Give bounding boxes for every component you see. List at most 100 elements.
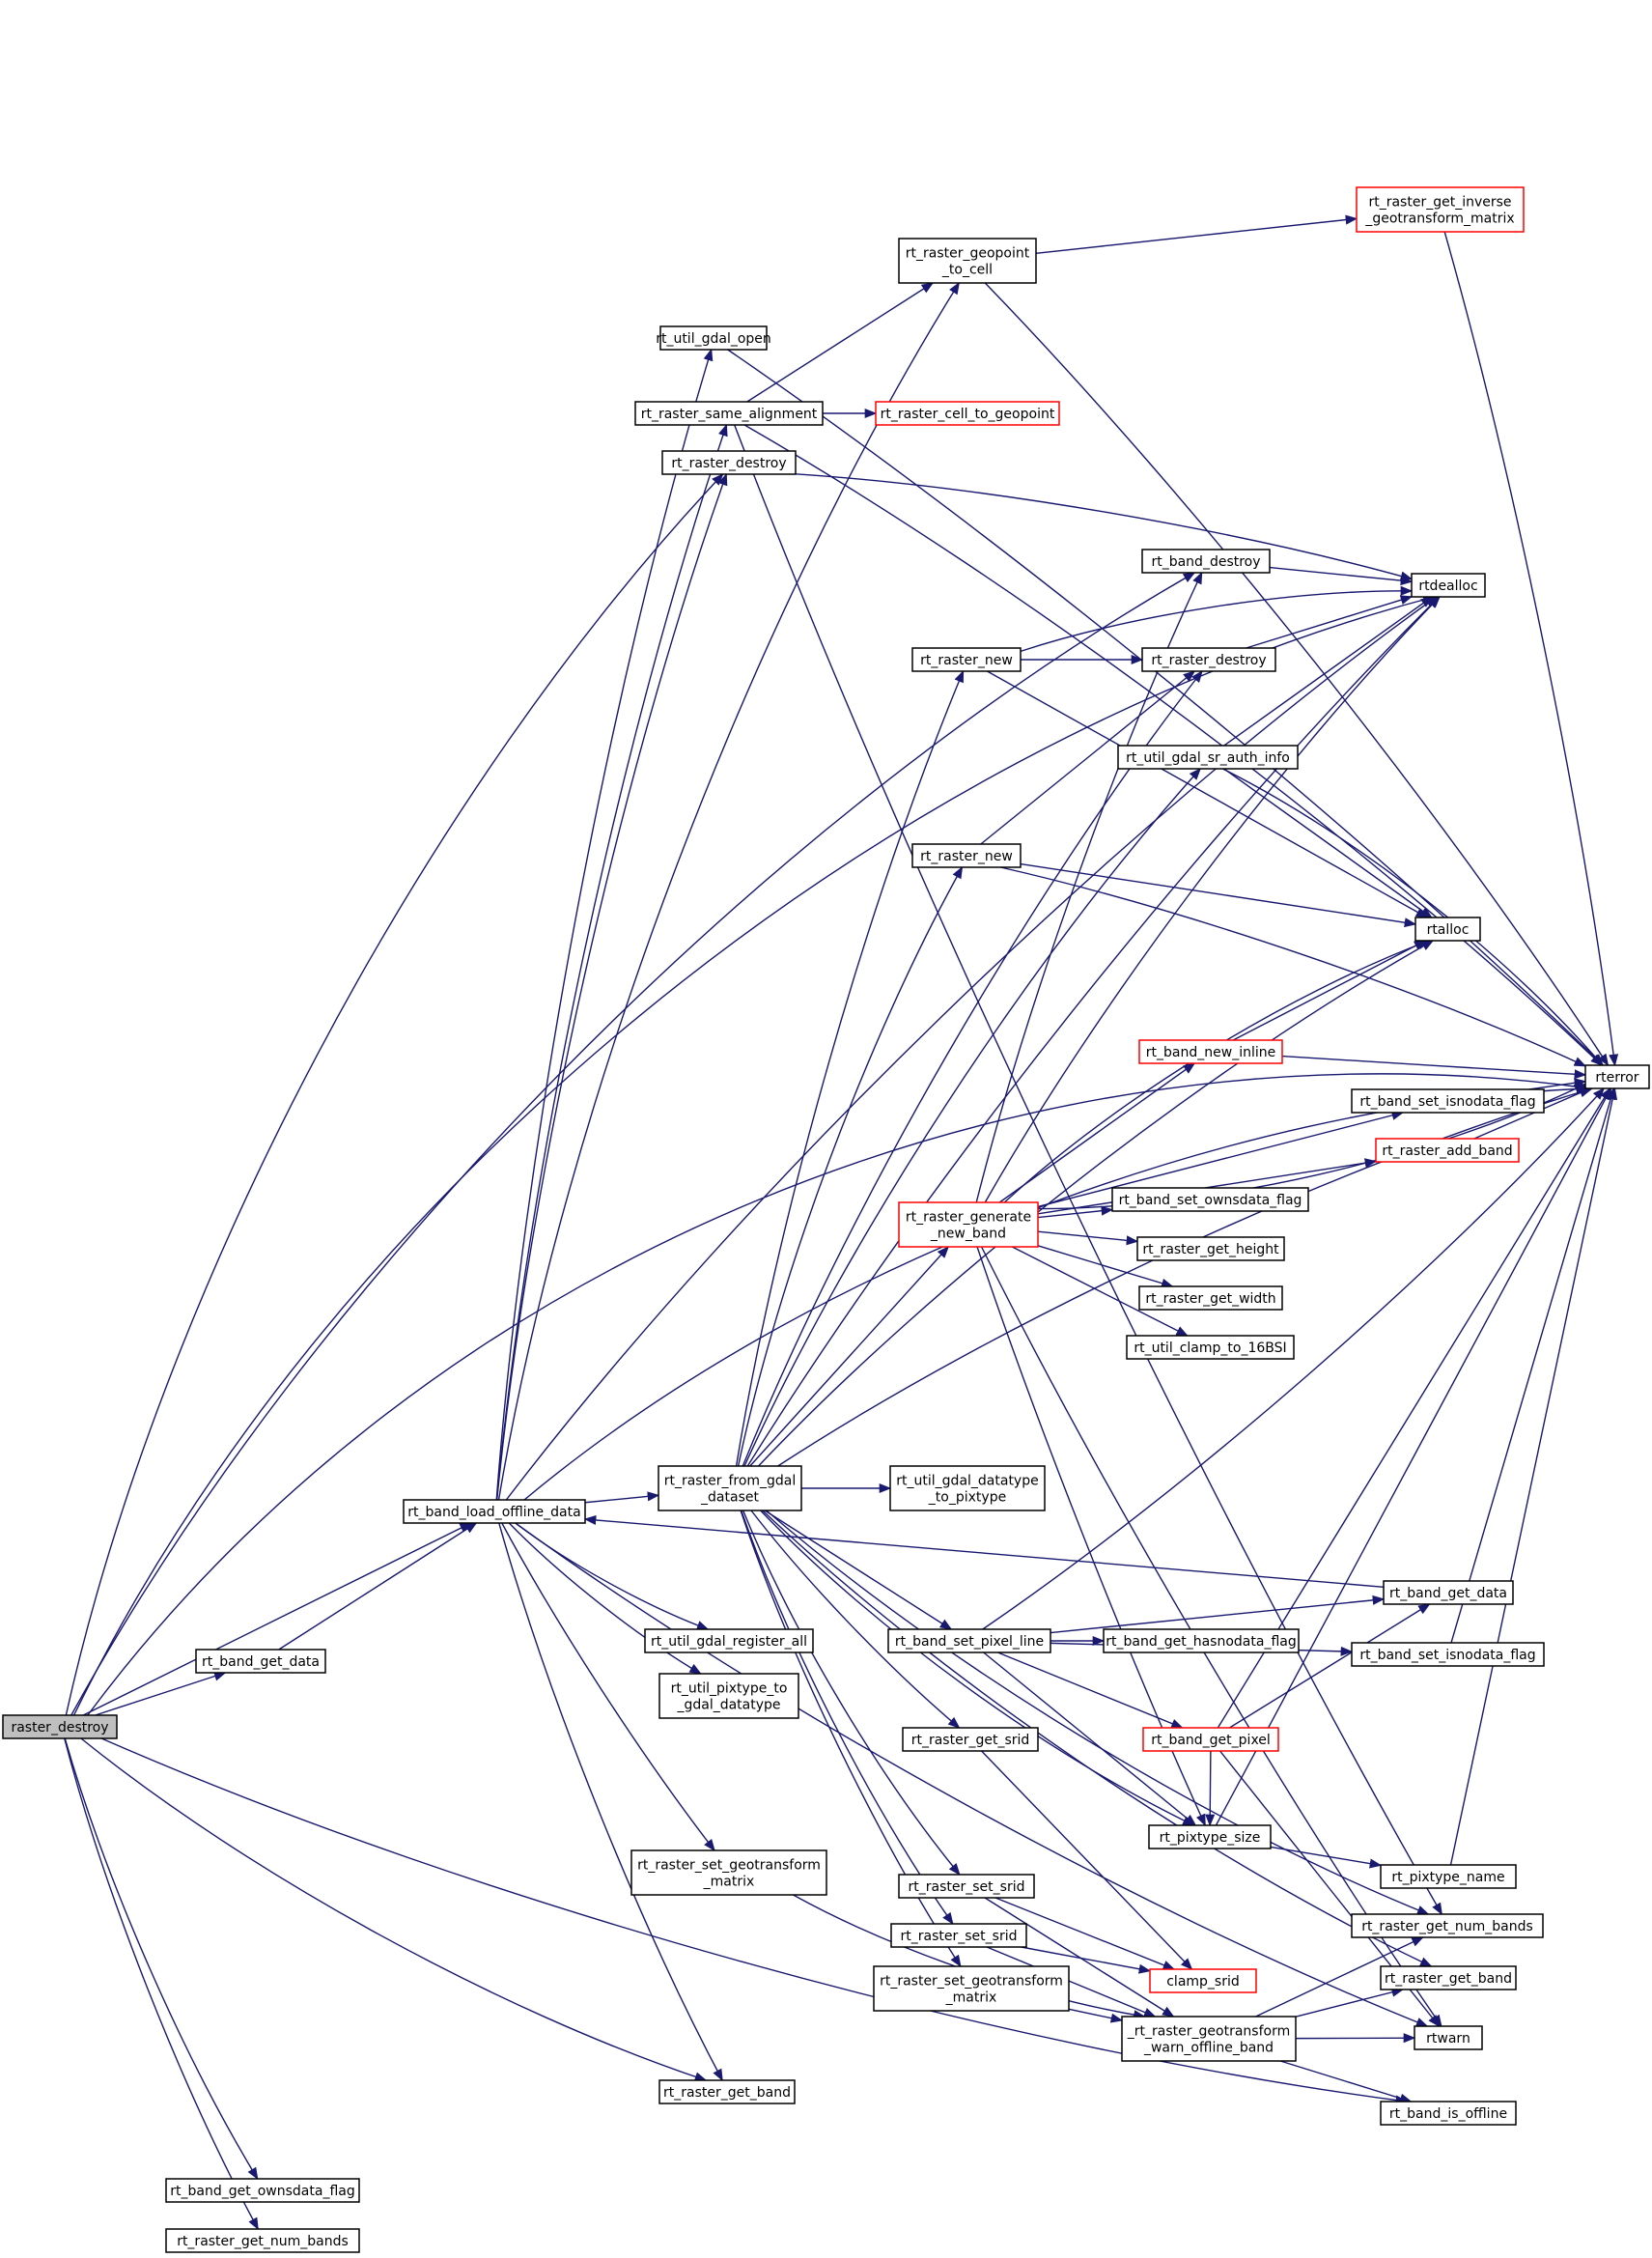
function-node-rt-raster-set-geotransform-matrix-a[interactable]: rt_raster_set_geotransform_matrix — [630, 1849, 827, 1896]
function-node-rt-raster-from-gdal-dataset[interactable]: rt_raster_from_gdal_dataset — [658, 1465, 802, 1511]
node-label: _matrix — [945, 1990, 997, 2006]
node-label: rt_util_gdal_open — [656, 331, 771, 347]
function-node-rt-band-get-ownsdata-flag[interactable]: rt_band_get_ownsdata_flag — [165, 2178, 360, 2203]
function-node-rt-raster-generate-new-band[interactable]: rt_raster_generate_new_band — [898, 1201, 1039, 1248]
node-box — [1121, 2016, 1297, 2062]
function-node-rt-util-clamp-to-16BSI[interactable]: rt_util_clamp_to_16BSI — [1126, 1335, 1295, 1360]
node-box — [659, 325, 768, 351]
node-label: rt_band_set_isnodata_flag — [1359, 1094, 1535, 1110]
call-edge — [1205, 1750, 1216, 1827]
function-node-rt-raster-set-srid-b[interactable]: rt_raster_set_srid — [890, 1923, 1027, 1948]
call-edge — [498, 1522, 723, 2082]
node-label: rt_raster_destroy — [671, 456, 786, 471]
call-edge — [1246, 595, 1414, 649]
call-edge — [501, 1522, 715, 1851]
function-node-rt-raster-get-srid[interactable]: rt_raster_get_srid — [902, 1727, 1039, 1752]
function-node-rt-raster-destroy-b[interactable]: rt_raster_destroy — [1141, 647, 1276, 672]
node-label: rt_band_is_offline — [1389, 2106, 1507, 2122]
function-node-rt-raster-new-a[interactable]: rt_raster_new — [911, 647, 1022, 672]
call-edge — [70, 572, 1196, 1716]
node-box — [1141, 549, 1271, 574]
node-box — [873, 1965, 1070, 2012]
function-node-rt-raster-geopoint-to-cell[interactable]: rt_raster_geopoint_to_cell — [898, 238, 1037, 284]
function-node-rt-raster-get-width[interactable]: rt_raster_get_width — [1138, 1285, 1283, 1311]
call-edge — [80, 1737, 708, 2082]
function-node-rt-band-set-ownsdata-flag[interactable]: rt_band_set_ownsdata_flag — [1111, 1187, 1309, 1212]
function-node-rt-band-set-isnodata-flag-b[interactable]: rt_band_set_isnodata_flag — [1351, 1642, 1545, 1667]
function-node-rt-util-gdal-open[interactable]: rt_util_gdal_open — [656, 325, 771, 351]
function-node--rt-raster-geotransform-warn-offline-band[interactable]: _rt_raster_geotransform_warn_offline_ban… — [1121, 2016, 1297, 2062]
function-node-raster-destroy[interactable]: raster_destroy — [2, 1714, 118, 1739]
function-node-rt-raster-get-inverse-geotransform-matrix[interactable]: rt_raster_get_inverse_geotransform_matri… — [1356, 186, 1525, 233]
call-edge — [64, 1737, 259, 2231]
node-box — [1138, 1039, 1283, 1064]
function-node-rt-band-new-inline[interactable]: rt_band_new_inline — [1138, 1039, 1283, 1064]
function-node-rt-raster-cell-to-geopoint[interactable]: rt_raster_cell_to_geopoint — [875, 401, 1060, 426]
function-node-rterror[interactable]: rterror — [1584, 1064, 1650, 1089]
node-box — [898, 1201, 1039, 1248]
node-box — [644, 1628, 814, 1653]
function-node-rt-raster-set-geotransform-matrix-b[interactable]: rt_raster_set_geotransform_matrix — [873, 1965, 1070, 2012]
function-node-rt-band-set-isnodata-flag-a[interactable]: rt_band_set_isnodata_flag — [1351, 1088, 1545, 1114]
function-node-rt-util-pixtype-to-gdal-datatype[interactable]: rt_util_pixtype_to_gdal_datatype — [658, 1673, 799, 1719]
node-box — [1138, 1285, 1283, 1311]
function-node-rt-raster-set-srid-a[interactable]: rt_raster_set_srid — [898, 1874, 1035, 1899]
function-node-rt-pixtype-size[interactable]: rt_pixtype_size — [1148, 1824, 1272, 1849]
node-label: _new_band — [930, 1227, 1006, 1242]
node-label: rt_raster_get_num_bands — [177, 2234, 349, 2249]
function-node-rt-util-gdal-sr-auth-info[interactable]: rt_util_gdal_sr_auth_info — [1117, 745, 1299, 770]
function-node-rt-band-destroy[interactable]: rt_band_destroy — [1141, 549, 1271, 574]
function-node-rt-raster-same-alignment[interactable]: rt_raster_same_alignment — [634, 401, 824, 426]
call-edge — [746, 596, 1441, 1467]
node-box — [1142, 1727, 1279, 1752]
node-box — [1380, 1864, 1517, 1889]
function-node-rt-util-gdal-datatype-to-pixtype[interactable]: rt_util_gdal_datatype_to_pixtype — [889, 1465, 1046, 1511]
node-label: _warn_offline_band — [1143, 2041, 1274, 2056]
node-box — [165, 2178, 360, 2203]
function-node-rt-util-gdal-register-all[interactable]: rt_util_gdal_register_all — [644, 1628, 814, 1653]
node-label: _dataset — [700, 1490, 759, 1506]
node-label: rt_raster_set_srid — [901, 1929, 1018, 1944]
call-edge — [1020, 862, 1417, 928]
function-node-rt-raster-get-num-bands-l[interactable]: rt_raster_get_num_bands — [165, 2228, 360, 2253]
node-box — [1375, 1138, 1520, 1163]
call-edge — [1295, 1987, 1404, 2018]
function-node-rtwarn[interactable]: rtwarn — [1414, 2025, 1483, 2050]
function-node-rt-raster-get-band-r[interactable]: rt_raster_get_band — [1380, 1965, 1517, 1990]
function-node-rt-band-get-hasnodata-flag[interactable]: rt_band_get_hasnodata_flag — [1103, 1628, 1300, 1653]
function-node-rt-band-get-pixel[interactable]: rt_band_get_pixel — [1142, 1727, 1279, 1752]
node-label: _rt_raster_geotransform — [1127, 2024, 1290, 2040]
function-node-rt-raster-new-b[interactable]: rt_raster_new — [911, 843, 1022, 868]
node-label: rt_util_gdal_datatype — [896, 1474, 1038, 1489]
call-edge — [495, 472, 728, 1501]
node-label: rt_raster_get_srid — [911, 1733, 1030, 1748]
call-edge — [1232, 940, 1427, 1041]
function-node-rt-raster-get-height[interactable]: rt_raster_get_height — [1136, 1236, 1285, 1261]
function-node-rt-raster-get-num-bands-r[interactable]: rt_raster_get_num_bands — [1351, 1913, 1544, 1938]
node-label: rt_raster_set_geotransform — [637, 1858, 821, 1874]
call-edge — [760, 1510, 1195, 1826]
call-edge — [583, 1514, 1385, 1588]
function-node-rt-band-set-pixel-line[interactable]: rt_band_set_pixel_line — [887, 1628, 1051, 1653]
call-edge — [1000, 866, 1587, 1067]
function-node-rtalloc[interactable]: rtalloc — [1414, 917, 1481, 942]
function-node-rt-band-get-data-l[interactable]: rt_band_get_data — [195, 1649, 326, 1674]
function-node-rt-band-load-offline-data[interactable]: rt_band_load_offline_data — [403, 1499, 586, 1524]
call-edge — [1223, 768, 1433, 918]
function-node-rt-raster-get-band-m[interactable]: rt_raster_get_band — [658, 2079, 796, 2104]
function-node-rt-band-is-offline[interactable]: rt_band_is_offline — [1380, 2101, 1517, 2126]
node-label: _matrix — [703, 1875, 755, 1890]
node-label: rt_band_destroy — [1151, 554, 1260, 570]
function-node-rt-pixtype-name[interactable]: rt_pixtype_name — [1380, 1864, 1517, 1889]
function-node-rt-raster-add-band[interactable]: rt_raster_add_band — [1375, 1138, 1520, 1163]
function-node-rt-raster-destroy-a[interactable]: rt_raster_destroy — [661, 450, 797, 475]
call-edge — [1450, 1087, 1616, 1644]
function-node-rt-band-get-data-r[interactable]: rt_band_get_data — [1383, 1580, 1514, 1605]
function-node-clamp-srid[interactable]: clamp_srid — [1149, 1968, 1257, 1993]
node-label: rt_util_pixtype_to — [671, 1681, 788, 1697]
node-label: _geotransform_matrix — [1364, 212, 1514, 227]
call-edge — [1219, 1750, 1441, 2027]
node-label: rt_raster_add_band — [1382, 1143, 1512, 1159]
function-node-rtdealloc[interactable]: rtdealloc — [1411, 573, 1486, 598]
node-box — [1111, 1187, 1309, 1212]
